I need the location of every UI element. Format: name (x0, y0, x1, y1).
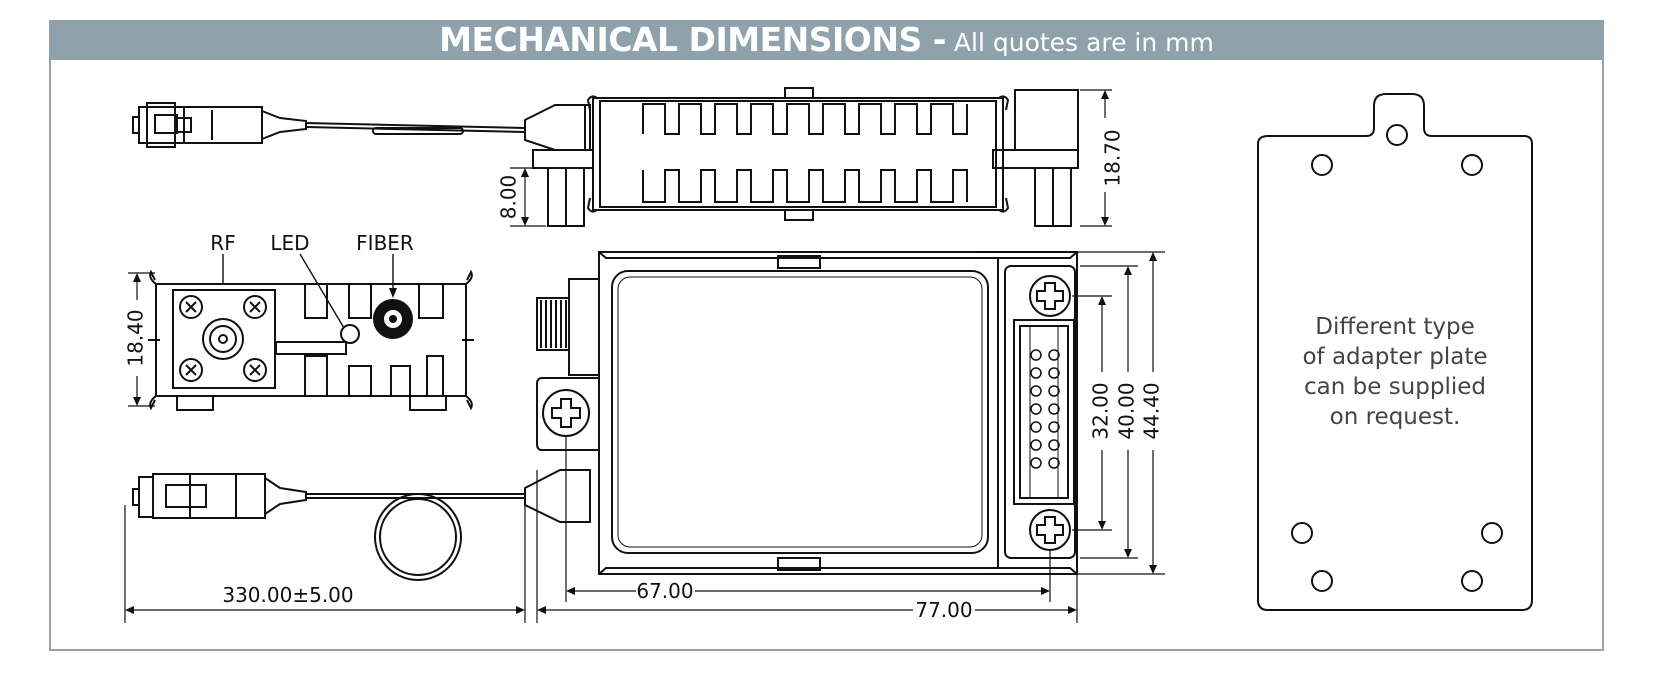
note-line-4: on request. (1330, 404, 1461, 430)
mounting-screw (542, 389, 590, 437)
diagram-panel (49, 20, 1604, 651)
header-subtitle: All quotes are in mm (953, 28, 1214, 57)
section-header: MECHANICAL DIMENSIONS -All quotes are in… (49, 20, 1604, 60)
dim-side-total-height: 18.70 (1101, 129, 1125, 186)
side-view-connector (132, 102, 307, 148)
header-pins (1030, 349, 1060, 469)
pin-header (1013, 319, 1075, 505)
dim-body-height: 40.00 (1115, 382, 1139, 439)
dim-cable-length: 330.00±5.00 (222, 583, 353, 607)
cable-coil (374, 493, 462, 581)
note-line-1: Different type (1315, 314, 1474, 340)
side-view (132, 87, 1112, 227)
side-view-strain-relief (524, 104, 591, 151)
sma-connector (536, 297, 570, 351)
side-view-cable (305, 122, 526, 129)
top-view-body (598, 251, 1078, 575)
dim-hole-distance: 67.00 (636, 579, 693, 603)
adapter-plate (1257, 93, 1533, 611)
header-title: MECHANICAL DIMENSIONS - (439, 20, 946, 59)
plate-hole (1386, 124, 1408, 146)
dim-side-small-height: 8.00 (497, 175, 521, 220)
mounting-ear (536, 377, 598, 451)
dim-front-height: 18.40 (124, 309, 148, 366)
label-rf: RF (210, 231, 235, 255)
rf-connector (202, 318, 244, 360)
top-view-screw (1029, 275, 1071, 317)
rf-connector-plate (172, 289, 276, 389)
top-view (536, 251, 1078, 575)
top-view-lid (611, 270, 989, 554)
led-indicator (340, 324, 360, 344)
label-fiber: FIBER (356, 231, 414, 255)
top-view-dimensions (124, 251, 1165, 623)
note-line-2: of adapter plate (1302, 344, 1487, 370)
dim-hole-spacing: 32.00 (1089, 382, 1113, 439)
dim-overall-length: 77.00 (915, 598, 972, 622)
front-view (128, 253, 474, 411)
fiber-cable-assembly (132, 469, 591, 581)
side-view-flange (532, 149, 594, 169)
side-view-fins (642, 103, 968, 135)
dim-overall-height: 44.40 (1140, 382, 1164, 439)
note-line-3: can be supplied (1304, 374, 1486, 400)
label-led: LED (270, 231, 309, 255)
side-view-body (592, 97, 1004, 211)
